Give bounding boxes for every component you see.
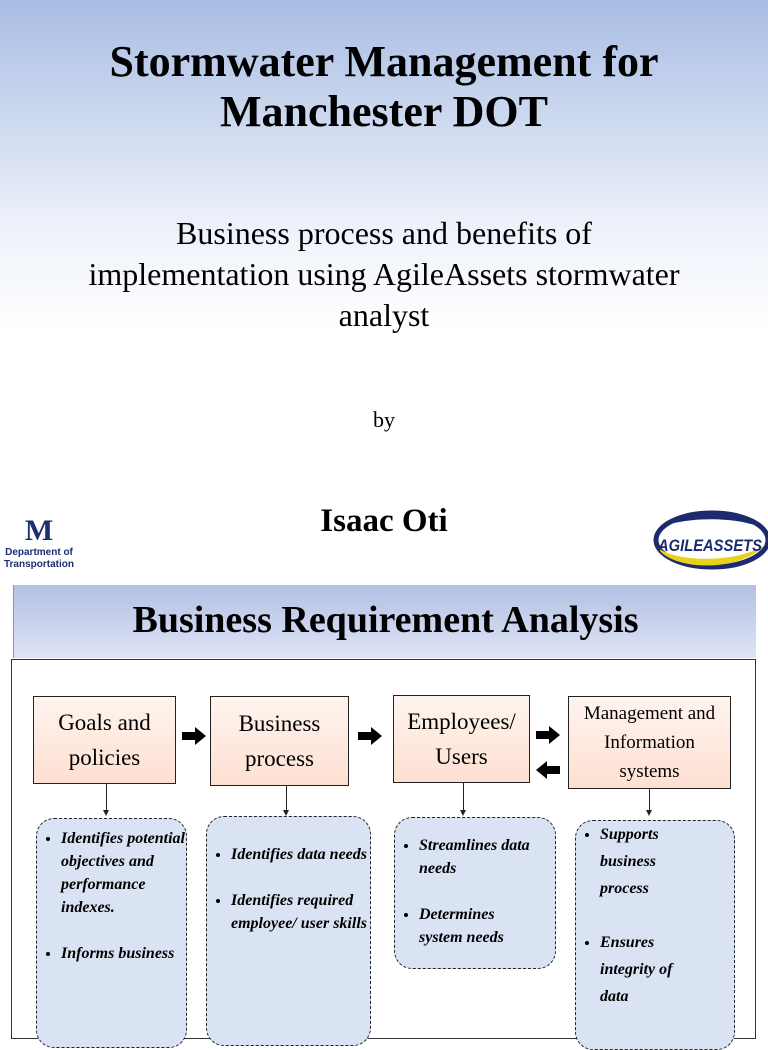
agileassets-logo-swoosh (658, 544, 766, 566)
bullet-item: Streamlines data needs (419, 834, 531, 880)
agileassets-logo: AGILEASSETS (653, 510, 768, 570)
bullet-item: Determines system needs (419, 903, 531, 949)
process-box-business: Business process (210, 696, 349, 786)
connector-line (286, 786, 287, 812)
bullet-list: Streamlines data needs Determines system… (395, 834, 555, 949)
bullet-item: Identifies data needs (231, 843, 370, 866)
connector-line (463, 783, 464, 812)
mdot-logo-letter: M (24, 514, 54, 547)
slide-subtitle-line: implementation using AgileAssets stormwa… (88, 256, 680, 292)
process-box-label: Business (238, 711, 321, 736)
connector-line (649, 789, 650, 812)
bullet-box-employees: Streamlines data needs Determines system… (394, 817, 556, 969)
author-name: Isaac Oti (320, 503, 448, 539)
bullet-box-management: Supports business process Ensures integr… (575, 820, 735, 1050)
mdot-logo: M Department of Transportation (0, 515, 78, 577)
slide-subtitle: Business process and benefits of impleme… (0, 213, 768, 336)
analysis-slide: Business Requirement Analysis Goals and … (0, 585, 768, 1050)
slide-title-line: Stormwater Management for (109, 37, 659, 86)
connector-arrowhead (103, 810, 109, 816)
process-box-label: Goals and (58, 710, 151, 735)
bullet-item: Identifies potential objectives and perf… (61, 827, 186, 919)
by-label: by (373, 407, 395, 432)
bullet-item: Supports business process (600, 821, 696, 902)
right-arrow-icon (182, 727, 206, 745)
analysis-title: Business Requirement Analysis (132, 599, 639, 641)
agileassets-logo-ring (653, 510, 768, 570)
mdot-logo-dept-line: Department of (5, 547, 73, 558)
process-box-label: Management and (583, 703, 716, 724)
bullet-box-business: Identifies data needs Identifies require… (206, 816, 371, 1046)
connector-arrowhead (646, 810, 652, 816)
agileassets-logo-swoosh-top (670, 513, 766, 530)
process-box-label: policies (68, 745, 141, 770)
process-box-label: Users (435, 744, 488, 769)
right-arrow-icon (358, 727, 382, 745)
slide-subtitle-line: Business process and benefits of (176, 215, 592, 251)
process-box-label: process (245, 746, 314, 771)
slide-subtitle-line: analyst (338, 297, 430, 333)
process-box-label: Information (604, 732, 695, 753)
mdot-logo-dept-line: Transportation (3, 559, 74, 570)
process-box-label: Employees/ (407, 709, 516, 734)
process-box-management: Management and Information systems (568, 696, 731, 789)
slide-title: Stormwater Management for Manchester DOT (0, 37, 768, 137)
bullet-item: Identifies required employee/ user skill… (231, 889, 370, 935)
bullet-list: Identifies data needs Identifies require… (207, 843, 370, 935)
process-box-label: systems (619, 761, 680, 782)
bullet-box-goals: Identifies potential objectives and perf… (36, 818, 187, 1048)
left-arrow-icon (536, 761, 560, 779)
title-slide: Stormwater Management for Manchester DOT… (0, 0, 768, 585)
diagram-panel: Goals and policies Business process Empl… (11, 659, 756, 1050)
connector-arrowhead (460, 810, 466, 816)
bullet-item: Ensures integrity of data (600, 929, 696, 1010)
right-arrow-icon (536, 726, 560, 744)
process-box-employees: Employees/ Users (393, 695, 530, 783)
agileassets-logo-text: AGILEASSETS (657, 536, 762, 555)
connector-arrowhead (283, 810, 289, 816)
process-box-goals: Goals and policies (33, 696, 176, 784)
bullet-item: Informs business (61, 942, 186, 965)
connector-line (106, 784, 107, 812)
bullet-list: Identifies potential objectives and perf… (37, 827, 186, 965)
slide-title-line: Manchester DOT (220, 87, 548, 136)
bullet-list: Supports business process Ensures integr… (576, 821, 734, 1010)
analysis-header: Business Requirement Analysis (13, 585, 756, 658)
